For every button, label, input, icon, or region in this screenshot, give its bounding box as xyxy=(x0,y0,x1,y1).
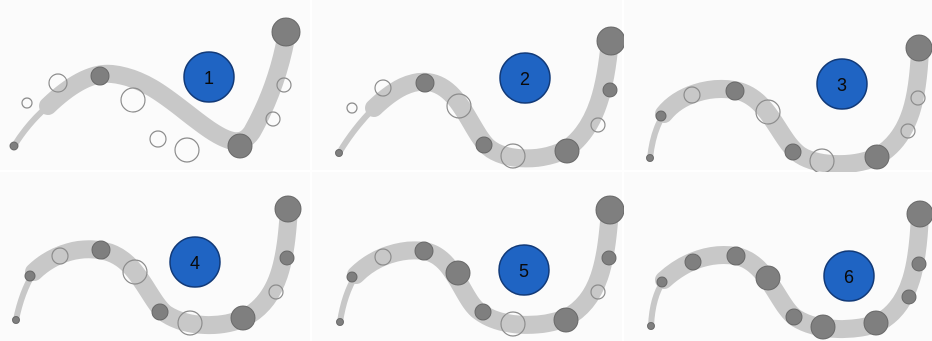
panel-number: 5 xyxy=(519,261,529,281)
panel-number-badge: 6 xyxy=(824,251,874,301)
filled-dot xyxy=(865,145,889,169)
filled-dot xyxy=(603,83,617,97)
filled-dot xyxy=(475,304,491,320)
filled-dot xyxy=(275,196,301,222)
filled-dot xyxy=(280,251,294,265)
filled-dot xyxy=(446,261,470,285)
panel-4: 4 xyxy=(0,172,310,341)
panel-1: 1 xyxy=(0,0,310,170)
filled-dot xyxy=(476,137,492,153)
filled-dot xyxy=(10,142,18,150)
filled-dot xyxy=(347,272,357,282)
filled-dot xyxy=(602,251,616,265)
filled-dot xyxy=(647,155,654,162)
filled-dot xyxy=(657,277,667,287)
filled-dot xyxy=(13,317,20,324)
filled-dot xyxy=(906,35,932,61)
filled-dot xyxy=(811,315,835,339)
filled-dot xyxy=(786,309,802,325)
filled-dot xyxy=(912,257,926,271)
filled-dot xyxy=(152,304,168,320)
filled-dot xyxy=(656,111,666,121)
filled-dot xyxy=(597,27,625,55)
panel-number-badge: 3 xyxy=(817,59,867,109)
filled-dot xyxy=(228,134,252,158)
panel-number: 1 xyxy=(204,68,214,88)
panel-number: 2 xyxy=(520,69,530,89)
filled-dot xyxy=(337,319,344,326)
panel-5: 5 xyxy=(312,172,624,341)
filled-dot xyxy=(416,74,434,92)
panel-number-badge: 5 xyxy=(499,245,549,295)
panel-number-badge: 4 xyxy=(170,237,220,287)
filled-dot xyxy=(25,271,35,281)
filled-dot xyxy=(756,266,780,290)
filled-dot xyxy=(902,290,916,304)
filled-dot xyxy=(727,247,745,265)
panel-number-badge: 1 xyxy=(184,52,234,102)
filled-dot xyxy=(554,308,578,332)
filled-dot xyxy=(907,201,932,227)
panel-2: 2 xyxy=(312,0,625,170)
panel-3: 3 xyxy=(624,0,932,173)
filled-dot xyxy=(596,196,624,224)
panel-number: 3 xyxy=(837,75,847,95)
filled-dot xyxy=(92,241,110,259)
filled-dot xyxy=(272,18,300,46)
filled-dot xyxy=(415,242,433,260)
panel-number: 6 xyxy=(844,267,854,287)
panel-number: 4 xyxy=(190,253,200,273)
filled-dot xyxy=(864,311,888,335)
filled-dot xyxy=(685,254,701,270)
filled-dot xyxy=(726,82,744,100)
filled-dot xyxy=(231,306,255,330)
panel-number-badge: 2 xyxy=(500,53,550,103)
filled-dot xyxy=(785,144,801,160)
filled-dot xyxy=(91,67,109,85)
filled-dot xyxy=(648,323,655,330)
filled-dot xyxy=(336,150,343,157)
filled-dot xyxy=(555,139,579,163)
panel-6: 6 xyxy=(624,172,932,341)
